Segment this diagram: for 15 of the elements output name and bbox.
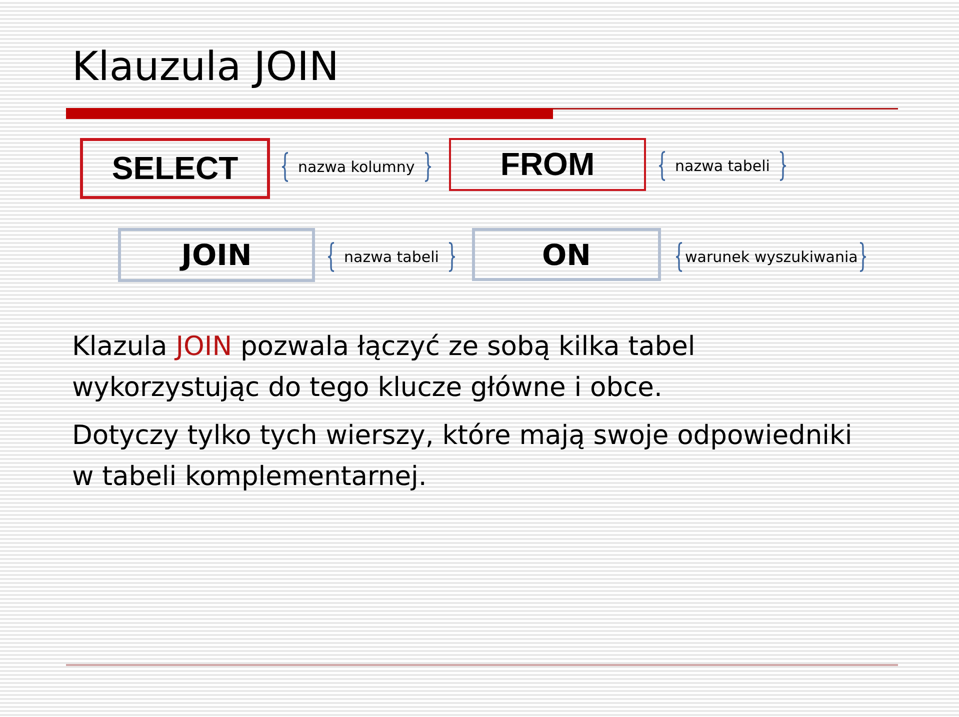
keyword-box [80, 138, 270, 199]
keyword-text: JOIN [181, 238, 252, 272]
body-text: Dotyczy tylko tych wierszy, które mają swoje odpowiedniki w tabeli komplementarnej. [72, 419, 854, 494]
keyword-text: FROM [500, 146, 595, 183]
argument-text: nazwa tabeli [675, 157, 770, 175]
keyword-text: ON [542, 238, 591, 272]
argument-text: nazwa tabeli [344, 248, 439, 266]
keyword-box [449, 138, 646, 191]
keyword-box [118, 228, 315, 282]
body-text: Klazula JOIN pozwala łączyć ze sobą kilka tabel wykorzystując do tego klucze główne i obce. [72, 330, 696, 405]
argument-text: warunek wyszukiwania [685, 248, 858, 266]
argument-text: nazwa kolumny [298, 158, 415, 176]
keyword-text: SELECT [112, 150, 238, 187]
slide-title: Klauzula JOIN [72, 43, 339, 91]
keyword-box [472, 228, 661, 281]
